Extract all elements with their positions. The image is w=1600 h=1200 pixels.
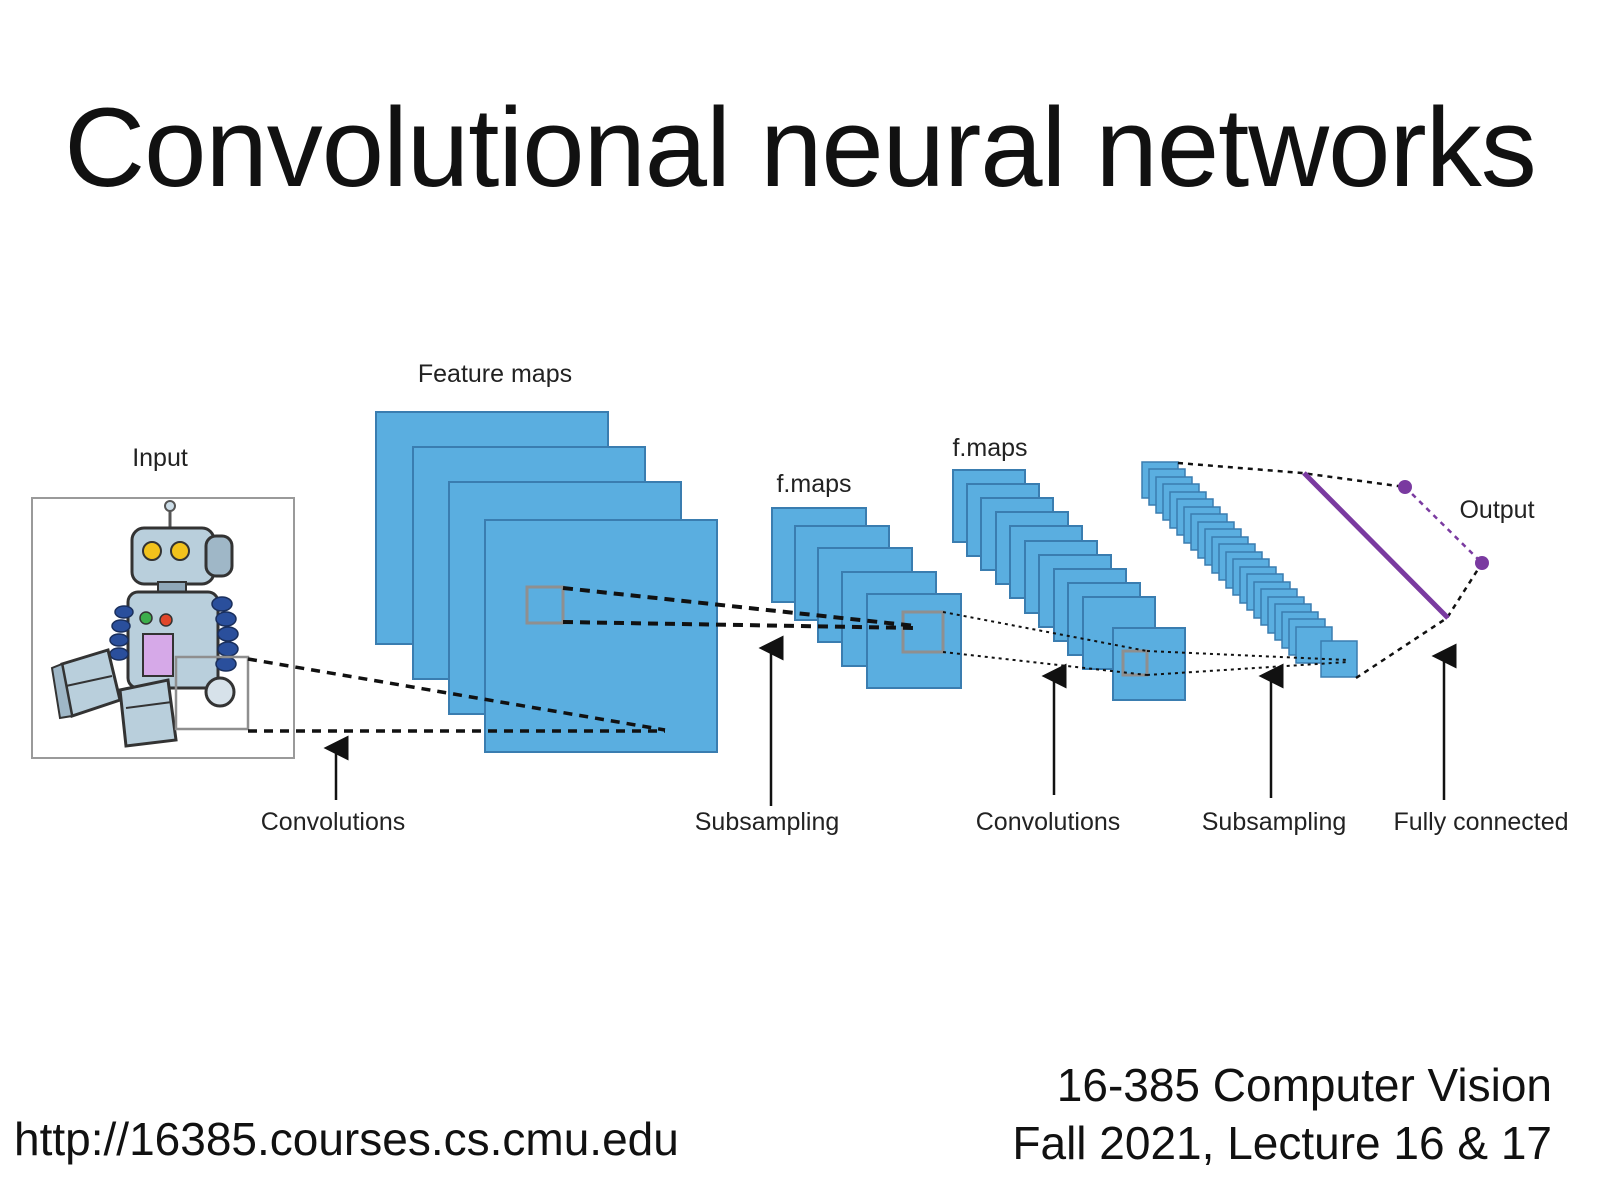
subsample1-projection-lines <box>562 586 917 630</box>
input-label: Input <box>132 444 188 472</box>
robot-icon <box>50 500 239 748</box>
course-title: 16-385 Computer Vision <box>1056 1059 1552 1111</box>
fmaps2-kernel <box>1121 649 1149 677</box>
feature-map-4 <box>484 519 718 753</box>
subsample2-stack <box>1141 461 1358 678</box>
fc-layer-bar <box>1302 471 1450 620</box>
fmaps1-label: f.maps <box>776 470 851 498</box>
fmap1-5 <box>866 593 962 689</box>
stage-label-subsampling-1: Subsampling <box>695 808 840 836</box>
feature-map-kernel <box>525 585 565 625</box>
subsample2-projection-lines <box>1146 650 1349 676</box>
s2-24 <box>1320 640 1358 678</box>
footer-course-info: 16-385 Computer Vision Fall 2021, Lectur… <box>1012 1056 1552 1172</box>
stage-arrows <box>323 635 1457 806</box>
fmaps2-stack <box>952 469 1186 701</box>
output-label: Output <box>1459 496 1534 524</box>
output-node-1 <box>1398 480 1412 494</box>
fmaps2-label: f.maps <box>952 434 1027 462</box>
fmap2-11 <box>1112 627 1186 701</box>
fmaps1-stack <box>771 507 962 689</box>
output-link <box>1404 486 1483 564</box>
conv1-projection-lines <box>247 657 666 733</box>
stage-label-fully-connected: Fully connected <box>1393 808 1568 836</box>
input-receptive-field <box>174 655 250 731</box>
lecture-info: Fall 2021, Lecture 16 & 17 <box>1012 1117 1552 1169</box>
slide-title: Convolutional neural networks <box>64 85 1536 210</box>
feature-maps-label: Feature maps <box>418 360 572 388</box>
feature-maps-stack <box>375 411 718 753</box>
output-node-2 <box>1475 556 1489 570</box>
fmaps1-kernel <box>901 610 945 654</box>
fully-connected <box>1177 461 1489 680</box>
footer-url: http://16385.courses.cs.cmu.edu <box>14 1113 679 1165</box>
stage-label-subsampling-2: Subsampling <box>1202 808 1347 836</box>
stage-label-convolutions-1: Convolutions <box>261 808 406 836</box>
stage-label-convolutions-2: Convolutions <box>976 808 1121 836</box>
